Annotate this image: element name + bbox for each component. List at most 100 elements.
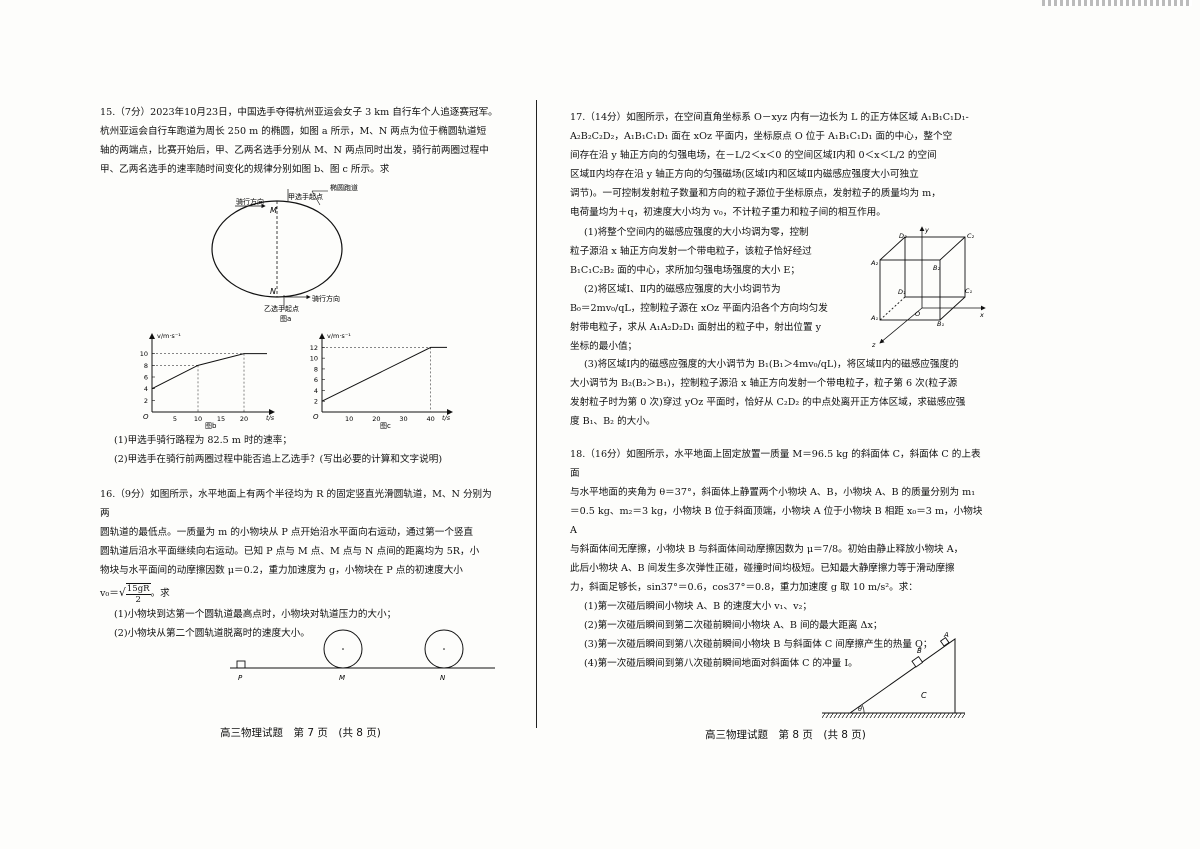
x-tick-label: 20 (372, 415, 380, 423)
label-N: N (440, 674, 446, 682)
fig-b-caption: 图b (205, 422, 217, 430)
q16-line: 物块与水平面间的动摩擦因数 μ＝0.2，重力加速度为 g，小物块在 P 点的初速… (100, 565, 463, 576)
question-16: 16.（9分）如图所示，水平地面上有两个半径均为 R 的固定竖直光滑圆轨道，M、… (100, 485, 500, 643)
fig-b-origin: O (143, 413, 149, 421)
y-tick-label: 4 (144, 385, 148, 393)
fig-c-origin: O (313, 413, 319, 421)
q17-sub2-line: 坐标的最小值； (570, 341, 638, 352)
q18-sub: (1)第一次碰后瞬间小物块 A、B 的速度大小 v₁、v₂； (584, 601, 812, 612)
q18-sub: (4)第一次碰后瞬间到第八次碰前瞬间地面对斜面体 C 的冲量 I。 (584, 658, 858, 669)
v0-prefix: v₀＝ (100, 588, 119, 599)
speed-curve (151, 353, 267, 412)
q15-line: 15.（7分）2023年10月23日，中国选手夺得杭州亚运会女子 3 km 自行… (100, 107, 498, 118)
v0-root: 15gR (125, 583, 151, 595)
q17-line: 间存在沿 y 轴正方向的匀强电场，在－L/2＜x＜0 的空间区域Ⅰ内和 0＜x＜… (570, 150, 937, 161)
label-M: M (270, 206, 277, 215)
label-theta: θ (858, 705, 862, 713)
figure-16: P M N (225, 628, 505, 692)
speed-curve (321, 346, 447, 412)
q18-line: 与斜面体间无摩擦，小物块 B 与斜面体间动摩擦因数为 μ＝7/8。初始由静止释放… (570, 544, 964, 555)
q18-line: 与水平地面的夹角为 θ＝37°，斜面体上静置两个小物块 A、B，小物块 A、B … (570, 487, 976, 498)
fig-a-caption: 图a (280, 315, 291, 323)
q17-sub2-line: B₀＝2mv₀/qL，控制粒子源在 xOz 平面内沿各个方向均匀发 (570, 303, 828, 314)
q16-line: 圆轨道的最低点。一质量为 m 的小物块从 P 点开始沿水平面向右运动，通过第一个… (100, 527, 474, 538)
q16-sub2: (2)小物块从第二个圆轨道脱离时的速度大小。 (114, 628, 310, 639)
sqrt-sign: √ (118, 586, 126, 599)
cube-back-face (904, 236, 966, 298)
q15-line: 甲、乙两名选手的速率随时间变化的规律分别如图 b、图 c 所示。求 (100, 164, 390, 175)
label-M: M (339, 674, 345, 682)
x-tick-label: 30 (399, 415, 407, 423)
label-D1: D₁ (898, 288, 906, 296)
v0-suffix: 。求 (150, 588, 170, 599)
q18-line: 18.（16分）如图所示，水平地面上固定放置一质量 M＝96.5 kg 的斜面体… (570, 449, 981, 479)
x-tick-label: 5 (173, 415, 177, 423)
x-tick-label: 10 (345, 415, 353, 423)
label-jia-start: 甲选手起点 (288, 192, 323, 201)
circular-track-2 (424, 629, 464, 669)
label-B: B (917, 647, 922, 655)
q17-sub3-line: 度 B₁、B₂ 的大小。 (570, 416, 656, 427)
fig-c-caption: 图c (380, 422, 391, 430)
q17-line: 17.（14分）如图所示，在空间直角坐标系 O－xyz 内有一边长为 L 的正方… (570, 112, 969, 123)
y-tick-label: 10 (310, 355, 318, 363)
label-A2: A₂ (870, 259, 878, 267)
y-tick-label: 6 (144, 374, 148, 382)
q15-line: 杭州亚运会自行车跑道为周长 250 m 的椭圆，如图 a 所示，M、N 两点为位… (100, 126, 487, 137)
question-17: 17.（14分）如图所示，在空间直角坐标系 O－xyz 内有一边长为 L 的正方… (570, 108, 990, 222)
y-tick-label: 6 (314, 376, 318, 384)
q18-line: ＝0.5 kg、m₂＝3 kg，小物块 B 位于斜面顶端，小物块 A 位于小物块… (570, 506, 983, 536)
label-dir-bottom: 骑行方向 (312, 294, 340, 303)
block-A (939, 637, 950, 647)
q17-sub3-line: 大小调节为 B₂(B₂＞B₁)，控制粒子源沿 x 轴正方向发射一个带电粒子，粒子… (570, 378, 958, 389)
q15-line: 轴的两端点，比赛开始后，甲、乙两名选手分别从 M、N 两点同时出发，骑行前两圈过… (100, 145, 489, 156)
q18-line: 力，斜面足够长，sin37°＝0.6，cos37°＝0.8，重力加速度 g 取 … (570, 582, 918, 593)
x-tick-label: 10 (194, 415, 202, 423)
question-15: 15.（7分）2023年10月23日，中国选手夺得杭州亚运会女子 3 km 自行… (100, 103, 500, 179)
incline-C (848, 638, 956, 714)
fig-b-ylabel: v/m·s⁻¹ (157, 332, 181, 340)
q18-sub: (2)第一次碰后瞬间到第二次碰前瞬间小物块 A、B 间的最大距离 Δx； (584, 620, 883, 631)
y-tick-label: 4 (314, 387, 318, 395)
label-dir-top: 骑行方向 (236, 197, 264, 206)
small-block (236, 660, 246, 669)
figure-a: 甲选手起点 椭圆跑道 骑行方向 M N 骑行方向 乙选手起点 图a (200, 183, 370, 327)
q16-line: 16.（9分）如图所示，水平地面上有两个半径均为 R 的固定竖直光滑圆轨道，M、… (100, 489, 492, 519)
y-tick-label: 8 (314, 365, 318, 373)
left-column: 15.（7分）2023年10月23日，中国选手夺得杭州亚运会女子 3 km 自行… (100, 103, 500, 179)
footer-page-7: 高三物理试题 第 7 页 (共 8 页) (220, 727, 381, 739)
y-tick-label: 2 (314, 398, 318, 406)
label-y: y (924, 226, 929, 234)
q18-sub: (3)第一次碰后瞬间到第八次碰前瞬间小物块 B 与斜面体 C 间摩擦产生的热量 … (584, 639, 933, 650)
x-tick-label: 40 (427, 415, 435, 423)
label-track: 椭圆跑道 (330, 183, 358, 192)
block-B (911, 656, 924, 668)
figure-17-cube: D₂ C₂ A₂ B₂ D₁ C₁ A₁ B₁ O y x z (855, 225, 990, 354)
circular-track-1 (323, 629, 363, 669)
q17-sub1-line: (1)将整个空间内的磁感应强度的大小均调为零，控制 (584, 227, 809, 238)
q17-sub1-line: 粒子源沿 x 轴正方向发射一个带电粒子，该粒子恰好经过 (570, 246, 812, 257)
fig-b-xlabel: t/s (266, 414, 275, 422)
q17-sub1-2: (1)将整个空间内的磁感应强度的大小均调为零，控制 粒子源沿 x 轴正方向发射一… (570, 223, 860, 356)
q17-line: A₂B₂C₂D₂，A₁B₁C₁D₁ 面在 xOz 平面内，坐标原点 O 位于 A… (570, 131, 953, 142)
label-B2: B₂ (933, 264, 940, 272)
z-axis (879, 307, 923, 344)
label-z: z (871, 341, 876, 349)
scan-edge-mark (1042, 0, 1192, 6)
label-C1: C₁ (965, 287, 973, 295)
ground-hatching (822, 713, 965, 718)
y-tick-label: 10 (140, 350, 148, 358)
fig-c-xlabel: t/s (442, 414, 451, 422)
q15-sub1: (1)甲选手骑行路程为 82.5 m 时的速率； (114, 435, 292, 446)
label-D2: D₂ (899, 232, 907, 240)
x-tick-label: 20 (240, 415, 248, 423)
q17-sub2-line: (2)将区域Ⅰ、Ⅱ内的磁感应强度的大小均调节为 (584, 284, 781, 295)
label-B1: B₁ (937, 320, 944, 328)
q16-line: 圆轨道后沿水平面继续向右运动。已知 P 点与 M 点、M 点与 N 点间的距离均… (100, 546, 480, 557)
q17-line: 电荷量均为＋q，初速度大小均为 v₀，不计粒子重力和粒子间的相互作用。 (570, 207, 886, 218)
label-P: P (238, 674, 243, 682)
